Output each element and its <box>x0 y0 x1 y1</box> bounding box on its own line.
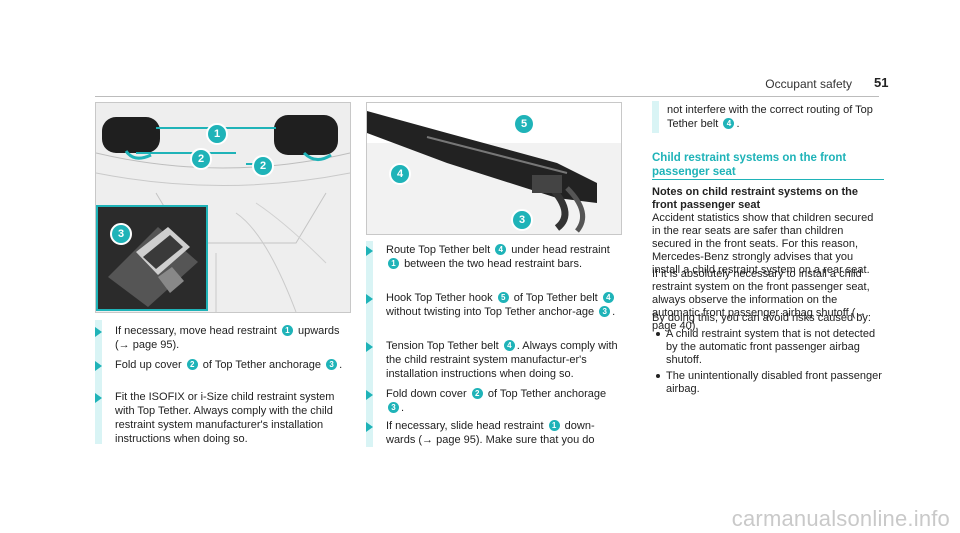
watermark: carmanualsonline.info <box>731 506 950 531</box>
figure-top-tether-hook: 5 4 3 <box>366 102 622 235</box>
bullet-icon <box>656 374 660 378</box>
step-arrow-icon <box>366 422 373 432</box>
paragraph-accident-statistics: Accident statistics show that children s… <box>652 212 874 276</box>
step-text: Fit the ISOFIX or i-Size child restraint… <box>115 391 335 445</box>
steps-column-1: If necessary, move head restraint 1 upwa… <box>95 320 347 446</box>
step-arrow-icon <box>366 246 373 256</box>
step-route-belt: Route Top Tether belt 4 under head restr… <box>366 243 618 287</box>
step-hook-tether: Hook Top Tether hook 5 of Top Tether bel… <box>366 291 618 335</box>
step-text: Tension Top Tether belt 4. Always comply… <box>386 340 618 380</box>
continued-step-text: not interfere with the correct routing o… <box>667 104 873 130</box>
callout-badge: 1 <box>281 325 293 336</box>
header-divider <box>95 96 879 97</box>
note-heading: Notes on child restraint systems on the … <box>652 186 858 211</box>
step-2: Fold up cover 2 of Top Tether anchorage … <box>95 358 347 388</box>
anchorage-illustration <box>98 207 206 309</box>
step-fold-down-cover: Fold down cover 2 of Top Tether anchorag… <box>366 387 618 417</box>
callout-badge: 4 <box>723 118 735 129</box>
callout-5: 5 <box>513 113 535 135</box>
callout-2-left: 2 <box>190 148 212 170</box>
callout-badge: 4 <box>495 244 507 255</box>
step-text: Route Top Tether belt 4 under head restr… <box>386 244 610 270</box>
step-arrow-icon <box>366 294 373 304</box>
section-heading-rule <box>652 179 884 180</box>
step-arrow-icon <box>95 393 102 403</box>
step-text: Fold down cover 2 of Top Tether anchorag… <box>386 388 607 414</box>
step-arrow-icon <box>95 361 102 371</box>
callout-badge: 3 <box>326 359 338 370</box>
step-text: Hook Top Tether hook 5 of Top Tether bel… <box>386 292 616 318</box>
bullet-icon <box>656 332 660 336</box>
step-text: If necessary, move head restraint 1 upwa… <box>115 325 340 351</box>
list-item: The unintentionally disabled front passe… <box>656 370 884 398</box>
step-tension-belt: Tension Top Tether belt 4. Always comply… <box>366 339 618 383</box>
callout-3-fig2: 3 <box>511 209 533 231</box>
list-item: A child restraint system that is not det… <box>656 328 884 368</box>
callout-badge: 1 <box>388 258 399 269</box>
callout-badge: 3 <box>388 402 399 413</box>
paragraph-front-seat-install: If it is absolutely necessary to install… <box>652 268 870 332</box>
callout-badge: 3 <box>599 306 611 317</box>
step-slide-restraint: If necessary, slide head restraint 1 dow… <box>366 419 618 449</box>
callout-badge: 5 <box>497 292 509 303</box>
step-1: If necessary, move head restraint 1 upwa… <box>95 324 347 354</box>
callout-badge: 4 <box>503 340 515 351</box>
callout-1: 1 <box>206 123 228 145</box>
callout-badge: 1 <box>548 420 560 431</box>
page-number: 51 <box>874 75 889 90</box>
callout-badge: 4 <box>602 292 614 303</box>
callout-badge: 2 <box>471 388 483 399</box>
step-text: If necessary, slide head restraint 1 dow… <box>386 420 595 446</box>
callout-2-right: 2 <box>252 155 274 177</box>
step-arrow-icon <box>366 390 373 400</box>
section-heading: Child restraint systems on the front pas… <box>652 152 847 178</box>
step-arrow-icon <box>366 342 373 352</box>
figure-anchorage-inset: 3 <box>96 205 208 311</box>
step-3: Fit the ISOFIX or i-Size child restraint… <box>95 390 347 446</box>
step-text: Fold up cover 2 of Top Tether anchorage … <box>115 359 343 371</box>
callout-badge: 2 <box>186 359 198 370</box>
paragraph-risks-intro: By doing this, you can avoid risks cause… <box>652 312 871 324</box>
step-bar <box>95 320 102 444</box>
section-title-header: Occupant safety <box>765 77 852 91</box>
step-arrow-icon <box>95 327 102 337</box>
callout-3: 3 <box>110 223 132 245</box>
continued-step-bar <box>652 101 659 133</box>
callout-4: 4 <box>389 163 411 185</box>
steps-column-2: Route Top Tether belt 4 under head restr… <box>366 241 618 447</box>
